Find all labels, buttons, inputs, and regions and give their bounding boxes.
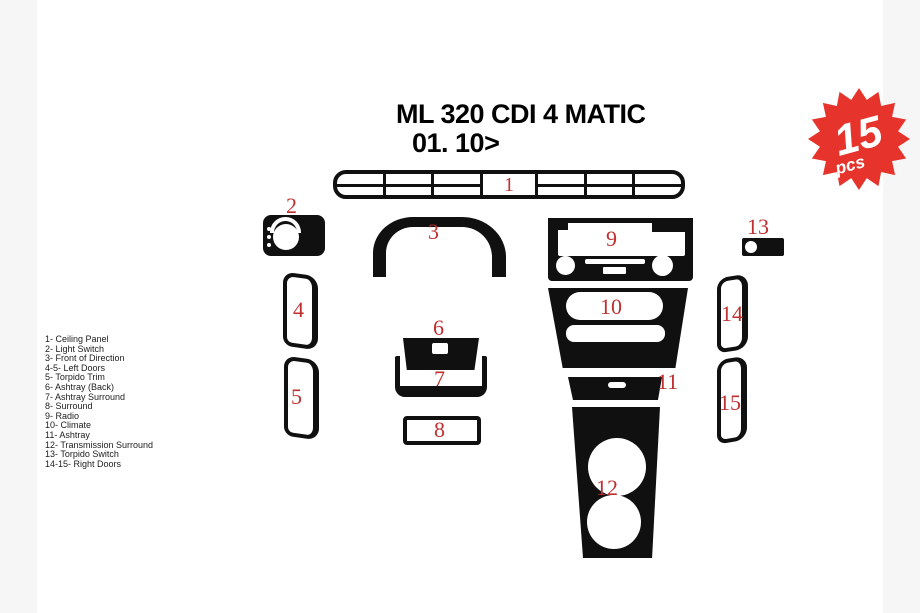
product-title-line2: 01. 10> [412, 128, 500, 158]
legend-line: 3- Front of Direction [45, 353, 125, 364]
part-label-7: 7 [434, 366, 445, 391]
legend-line: 12- Transmission Surround [45, 439, 154, 450]
legend-line: 9- Radio [45, 410, 80, 421]
part-label-15: 15 [719, 390, 741, 415]
part-9-radio [548, 218, 693, 281]
legend-line: 1- Ceiling Panel [45, 334, 109, 344]
switch-dot [267, 227, 271, 231]
ceiling-strip-segment [337, 174, 386, 195]
part-label-8: 8 [434, 417, 445, 442]
ceiling-strip-segment: 1 [483, 173, 539, 196]
ceiling-strip-segment [385, 174, 435, 195]
ashtray-slot [608, 382, 626, 388]
legend-line: 7- Ashtray Surround [45, 391, 126, 402]
legend-line: 14-15- Right Doors [45, 458, 122, 469]
part-3-front-of-direction [373, 217, 506, 277]
ceiling-strip-segment [538, 174, 587, 195]
part-label-4: 4 [293, 297, 304, 322]
part-label-9: 9 [606, 226, 617, 251]
badge-starburst [808, 88, 910, 190]
switch-dot [267, 243, 271, 247]
ceiling-strip-segment [434, 174, 483, 195]
legend-line: 6- Ashtray (Back) [45, 381, 115, 392]
image-canvas [37, 0, 883, 613]
part-1-ceiling-panel: 1 [333, 170, 685, 199]
product-title-line1: ML 320 CDI 4 MATIC [396, 99, 646, 129]
part-2-light-switch [263, 215, 325, 256]
legend-line: 13- Torpido Switch [45, 449, 119, 460]
part-11-ashtray [568, 377, 662, 400]
radio-knob [556, 256, 575, 275]
part-label-2: 2 [286, 193, 297, 218]
part-label-12: 12 [596, 475, 618, 500]
legend-line: 11- Ashtray [45, 429, 90, 440]
legend-line: 4-5- Left Doors [45, 362, 106, 373]
part-8-surround [403, 416, 481, 445]
legend-line: 2- Light Switch [45, 343, 105, 354]
radio-corner-notch [652, 218, 693, 232]
climate-slot [566, 325, 665, 342]
part-12-transmission-surround [572, 407, 660, 558]
part-label-10: 10 [600, 294, 622, 319]
ceiling-strip-segment [635, 174, 681, 195]
legend-line: 10- Climate [45, 420, 92, 431]
switch-knob [745, 241, 757, 253]
radio-slot [585, 259, 645, 264]
part-10-climate [548, 288, 688, 368]
part-label-5: 5 [291, 384, 302, 409]
climate-window [566, 292, 663, 320]
ashtray-hole [432, 343, 448, 354]
part-label-3: 3 [428, 219, 439, 244]
legend-line: 8- Surround [45, 401, 93, 412]
radio-slot [603, 267, 626, 274]
part-label-14: 14 [721, 301, 743, 326]
switch-dot [267, 235, 271, 239]
part-label-1: 1 [504, 173, 514, 196]
pieces-count-badge: 15 pcs [808, 88, 910, 190]
radio-corner-notch [548, 218, 568, 230]
switch-arc [270, 217, 301, 233]
part-label-13: 13 [747, 214, 769, 239]
starburst-icon: 15 pcs [808, 88, 910, 190]
part-6-ashtray-back [403, 338, 479, 370]
shifter-cutout [588, 438, 646, 496]
shifter-cutout [587, 495, 641, 549]
legend-line: 5- Torpido Trim [45, 372, 105, 383]
radio-knob [652, 255, 673, 276]
product-title: ML 320 CDI 4 MATIC 01. 10> [396, 100, 646, 158]
part-7-ashtray-surround [395, 356, 487, 397]
part-label-11: 11 [657, 369, 679, 394]
part-label-6: 6 [433, 315, 444, 340]
ceiling-strip-segment [586, 174, 636, 195]
switch-knob [273, 224, 299, 250]
part-13-torpido-switch [742, 238, 784, 256]
